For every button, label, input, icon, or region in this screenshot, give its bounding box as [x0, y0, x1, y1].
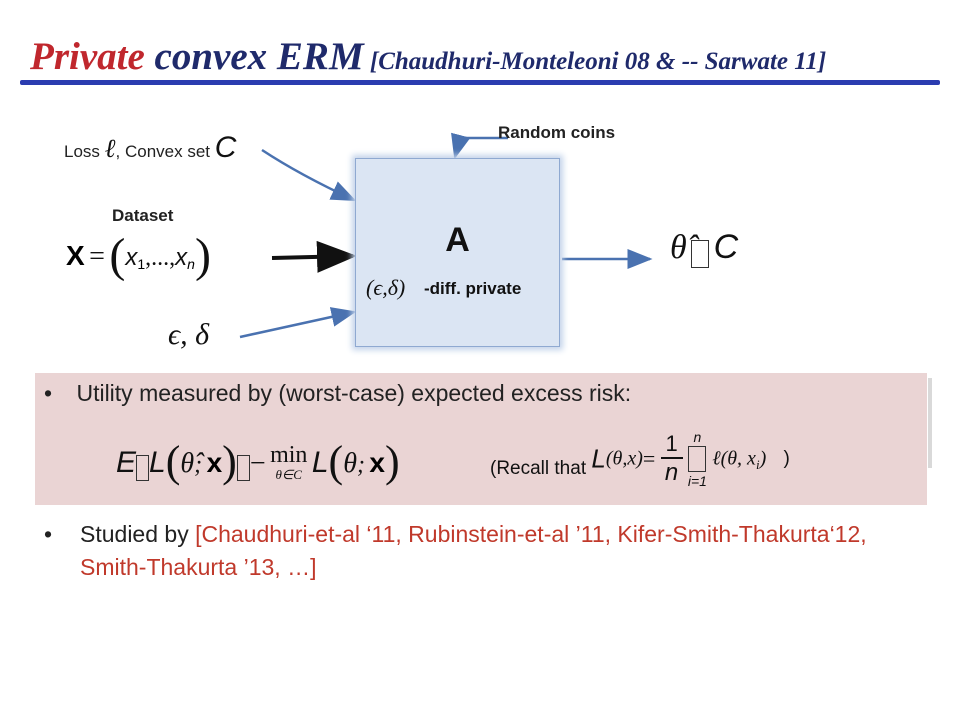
- title-private: Private: [30, 35, 145, 78]
- sum-bottom: i=1: [687, 473, 707, 489]
- formula-E: E: [116, 446, 137, 479]
- dataset-label: Dataset: [112, 206, 174, 225]
- bullet-dot: •: [44, 521, 53, 547]
- recall-fraction: 1 n: [660, 431, 683, 486]
- formula-L: L: [149, 446, 166, 479]
- dp-text: -diff. private: [424, 279, 522, 298]
- ell-close: ): [759, 447, 767, 470]
- random-coins-label: Random coins: [498, 123, 616, 142]
- frac-num: 1: [665, 431, 678, 456]
- algorithm-title: A: [445, 221, 470, 259]
- recall-sum: n i=1: [688, 430, 707, 488]
- epsilon-delta-arrow: [239, 307, 357, 339]
- output-set: C: [713, 228, 739, 266]
- dataset-xn: x: [175, 244, 188, 271]
- element-of-placeholder: [691, 239, 710, 268]
- slide-title: Private convex ERM [Chaudhuri-Monteleoni…: [30, 34, 826, 79]
- title-citation: [Chaudhuri-Monteleoni 08 & -- Sarwate 11…: [363, 48, 827, 75]
- dataset-subn: n: [187, 256, 195, 273]
- random-coins-arrow: [451, 132, 508, 160]
- bullet-studied: • Studied by [Chaudhuri-et-al ‘11, Rubin…: [44, 518, 874, 584]
- ell-args: ℓ(θ, x: [712, 447, 756, 470]
- title-main: convex ERM: [144, 35, 364, 78]
- recall-L: L: [591, 443, 606, 474]
- bullet-utility-text: Utility measured by (worst-case) expecte…: [76, 380, 632, 406]
- dataset-formula: X = (x1,...,xn): [66, 229, 211, 282]
- output-theta: θ̂: [670, 229, 687, 266]
- bullet-dot: •: [44, 380, 53, 406]
- recall-definition: (Recall that L(θ,x)= 1 n n i=1 ℓ(θ, xi) …: [490, 430, 790, 488]
- bullet-studied-body: Studied by [Chaudhuri-et-al ‘11, Rubinst…: [80, 518, 874, 584]
- epsilon-delta-input: ϵ, δ: [168, 318, 210, 351]
- sum-top: n: [693, 429, 702, 445]
- ell-sub: i: [755, 456, 760, 472]
- formula-theta: θ: [343, 448, 357, 479]
- loss-label-row: Loss ℓ, Convex set C: [64, 131, 236, 165]
- formula-semicolon: ;: [194, 452, 203, 478]
- loss-comma: ,: [115, 142, 121, 161]
- formula-L2: L: [311, 446, 329, 479]
- formula-minus: −: [249, 448, 266, 479]
- recall-prefix: (Recall that: [490, 458, 587, 479]
- bracket-placeholder-2: [236, 454, 250, 481]
- loss-label: Loss: [64, 142, 100, 161]
- recall-args: (θ,x): [605, 447, 643, 470]
- formula-min-block: min θ∈C: [270, 436, 307, 482]
- utility-panel: [35, 373, 927, 505]
- dataset-arrow: [271, 240, 357, 273]
- title-underline: [20, 80, 940, 85]
- formula-theta-hat: θ̂: [180, 448, 195, 479]
- dataset-x1: x: [125, 244, 138, 271]
- algorithm-box: A (ϵ,δ) -diff. private: [355, 158, 560, 347]
- convex-set-label: Convex set: [124, 142, 211, 161]
- recall-suffix: ): [783, 448, 790, 469]
- bullet-studied-citations: [Chaudhuri-et-al ‘11, Rubinstein-et-al ’…: [80, 521, 867, 580]
- output-formula: θ̂ C: [670, 228, 738, 268]
- formula-min: min: [270, 442, 308, 468]
- bullet-utility: • Utility measured by (worst-case) expec…: [44, 380, 631, 407]
- loss-symbol: ℓ: [104, 134, 116, 163]
- bracket-placeholder-1: [136, 454, 150, 481]
- formula-min-sub: θ∈C: [275, 467, 302, 482]
- dataset-sub1: 1: [137, 256, 146, 273]
- convex-set-symbol: C: [214, 131, 237, 164]
- dp-params: (ϵ,δ): [366, 275, 406, 300]
- dataset-var: X: [66, 240, 85, 271]
- panel-accent: [928, 378, 932, 468]
- bullet-studied-text: Studied by: [80, 521, 196, 547]
- sum-placeholder: [688, 446, 707, 472]
- recall-eq: =: [642, 446, 656, 471]
- formula-x: x: [206, 447, 223, 478]
- frac-den: n: [664, 459, 679, 486]
- dataset-dots: ,...,: [145, 245, 176, 271]
- loss-arrow: [261, 148, 357, 202]
- formula-x2: x: [369, 447, 385, 478]
